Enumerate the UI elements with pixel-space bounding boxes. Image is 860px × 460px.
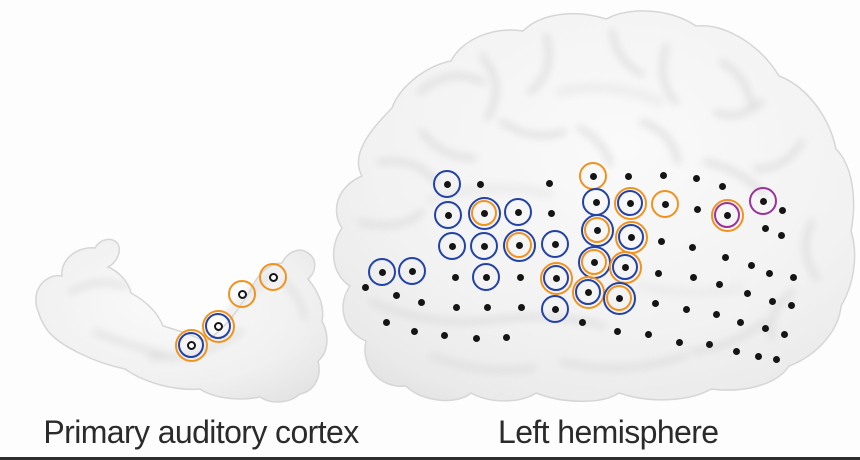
figure-bottom-edge (0, 457, 860, 460)
label-left-hemisphere: Left hemisphere (498, 414, 719, 450)
label-primary-auditory-cortex: Primary auditory cortex (43, 414, 359, 450)
